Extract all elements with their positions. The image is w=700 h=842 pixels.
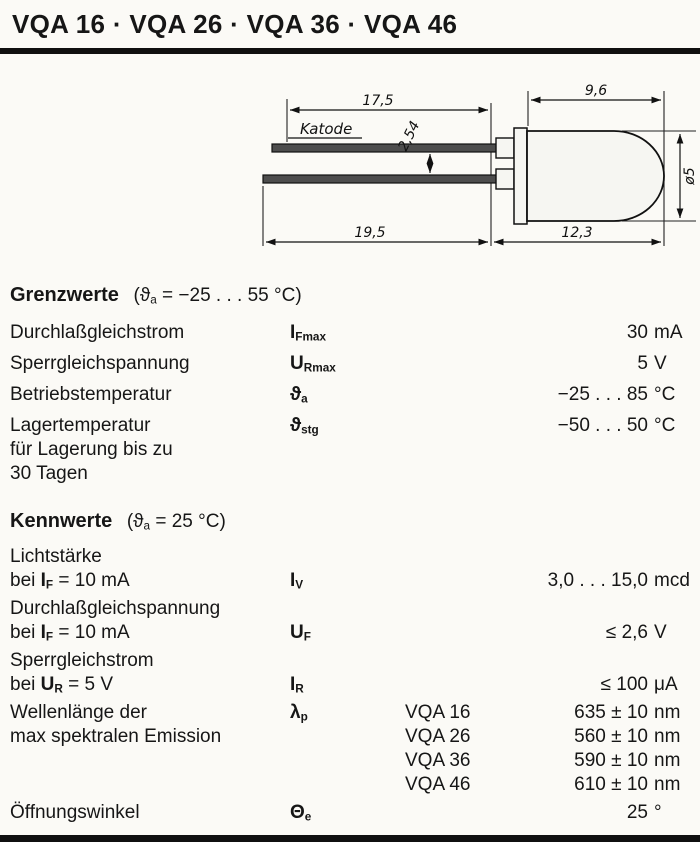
package-flange (513, 127, 528, 225)
parameter-label: Sperrgleichstrom (10, 650, 154, 671)
extension-lines (262, 91, 696, 246)
title-rule (0, 48, 700, 54)
parameter-unit: nm (654, 702, 681, 723)
parameter-symbol: IFmax (290, 322, 327, 344)
table-row: Betriebstemperatur ϑa −25 . . . 85 °C (10, 383, 690, 407)
parameter-value: 590 ± 10 (574, 750, 648, 771)
parameter-condition: bei IF = 10 mA (10, 570, 130, 592)
parameter-unit: V (654, 353, 667, 374)
parameter-symbol: λp (290, 702, 308, 724)
parameter-value: 610 ± 10 (574, 774, 648, 795)
grenzwerte-title: Grenzwerte (10, 284, 119, 306)
kennwerte-heading: Kennwerte (ϑa = 25 °C) (10, 508, 690, 535)
parameter-value: 30 (626, 322, 648, 343)
model-name: VQA 36 (405, 750, 471, 771)
dim-label-diameter: ø5 (682, 167, 698, 186)
dim-label-lead-top: 17,5 (362, 93, 393, 109)
katode-label: Katode (300, 120, 352, 138)
table-row: Öffnungswinkel Θe 25 ° (10, 801, 690, 825)
parameter-label: Wellenlänge der (10, 702, 147, 723)
model-name: VQA 46 (405, 774, 471, 795)
parameter-label: Durchlaßgleichspannung (10, 598, 221, 619)
parameter-symbol: URmax (290, 353, 336, 375)
parameter-label: Sperrgleichspannung (10, 353, 190, 374)
grenzwerte-condition: (ϑa = −25 . . . 55 °C) (133, 285, 302, 307)
parameter-symbol: Θe (290, 802, 312, 824)
parameter-unit: mA (654, 322, 683, 343)
bottom-rule (0, 835, 700, 842)
parameter-value: 3,0 . . . 15,0 (547, 570, 648, 591)
anode-lead (262, 174, 513, 184)
lead-tab-top (495, 137, 515, 159)
parameter-symbol: IR (290, 674, 304, 696)
grenzwerte-heading: Grenzwerte (ϑa = −25 . . . 55 °C) (10, 282, 690, 309)
parameter-unit: °C (654, 384, 676, 405)
parameter-unit: nm (654, 726, 681, 747)
parameter-label: max spektralen Emission (10, 726, 222, 747)
parameter-value: −50 . . . 50 (557, 415, 648, 436)
parameter-value: 560 ± 10 (574, 726, 648, 747)
parameter-symbol: ϑa (290, 384, 308, 406)
model-name: VQA 26 (405, 726, 471, 747)
kennwerte-title: Kennwerte (10, 510, 113, 532)
parameter-label: Lichtstärke (10, 546, 102, 567)
kennwerte-condition: (ϑa = 25 °C) (126, 511, 226, 533)
table-row: Sperrgleichstrom bei UR = 5 V IR ≤ 100 μ… (10, 649, 690, 697)
parameter-value: ≤ 2,6 (605, 622, 648, 643)
parameter-unit: μA (654, 674, 678, 695)
parameter-condition: bei UR = 5 V (10, 674, 114, 696)
parameter-value: 635 ± 10 (574, 702, 648, 723)
datasheet-page: VQA 16 · VQA 26 · VQA 36 · VQA 46 (0, 9, 700, 825)
kennwerte-section: Kennwerte (ϑa = 25 °C) Lichtstärke bei I… (10, 508, 690, 825)
parameter-label: Betriebstemperatur (10, 384, 172, 405)
parameter-label: Öffnungswinkel (10, 802, 140, 823)
parameter-unit: °C (654, 415, 676, 436)
dimension-lines (265, 96, 684, 246)
parameter-symbol: IV (290, 570, 304, 592)
parameter-symbol: UF (290, 622, 311, 644)
page-title: VQA 16 · VQA 26 · VQA 36 · VQA 46 (12, 9, 458, 39)
parameter-unit: ° (654, 802, 662, 823)
parameter-symbol: ϑstg (290, 415, 319, 437)
package-body (526, 130, 665, 222)
dim-label-lead-bottom: 19,5 (354, 225, 385, 241)
table-row: Sperrgleichspannung URmax 5 V (10, 352, 690, 376)
parameter-unit: mcd (654, 570, 690, 591)
table-row: Lagertemperatur für Lagerung bis zu 30 T… (10, 414, 690, 486)
dim-label-body-bottom: 12,3 (561, 225, 592, 241)
parameter-unit: nm (654, 750, 681, 771)
parameter-condition: bei IF = 10 mA (10, 622, 130, 644)
parameter-value: 25 (626, 802, 648, 823)
parameter-unit: V (654, 622, 667, 643)
table-row: Lichtstärke bei IF = 10 mA IV 3,0 . . . … (10, 545, 690, 593)
model-name: VQA 16 (405, 702, 471, 723)
parameter-value: 5 (637, 353, 648, 374)
parameter-label: Durchlaßgleichstrom (10, 322, 185, 343)
dim-label-body-top: 9,6 (585, 83, 607, 99)
grenzwerte-section: Grenzwerte (ϑa = −25 . . . 55 °C) Durchl… (10, 282, 690, 486)
parameter-label: Lagertemperatur für Lagerung bis zu 30 T… (10, 415, 173, 484)
parameter-value: −25 . . . 85 (557, 384, 648, 405)
cathode-lead (271, 143, 513, 153)
table-row: Durchlaßgleichstrom IFmax 30 mA (10, 321, 690, 345)
led-package (495, 127, 665, 225)
led-package-drawing: Katode 17,5 9,6 19,5 12,3 2,54 ø5 (262, 83, 698, 246)
parameter-unit: nm (654, 774, 681, 795)
lead-tab-bottom (495, 168, 515, 190)
parameter-value: ≤ 100 (600, 674, 648, 695)
table-row: Wellenlänge der max spektralen Emission … (10, 701, 690, 797)
table-row: Durchlaßgleichspannung bei IF = 10 mA UF… (10, 597, 690, 645)
